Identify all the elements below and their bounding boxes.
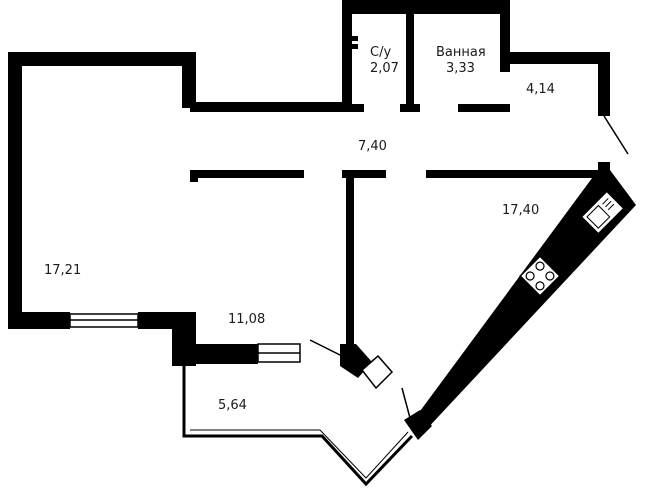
bathroom-name: Ванная (436, 45, 486, 60)
bathroom-area: 3,33 (446, 61, 475, 76)
wall-wardrobe-right (598, 52, 610, 116)
wall-bathroom-right (500, 8, 510, 72)
door-bedroom-balcony (309, 339, 343, 357)
wall-bedroom-bottom (172, 344, 258, 364)
wall-toilet-left (342, 0, 352, 112)
wall-kitchen-top (426, 170, 610, 178)
walls (8, 0, 636, 440)
living-room-area: 17,21 (44, 263, 82, 278)
wall-toilet-top (342, 0, 510, 14)
loggia-outline (182, 366, 414, 487)
wall-wardrobe-top (500, 52, 610, 64)
wall-bath-bottom (458, 104, 510, 112)
wall-bedroom-kitchen-top (342, 170, 386, 178)
wall-bedroom-right (346, 170, 354, 348)
wall-living-top (8, 52, 196, 66)
wall-toilet-bottom-a (342, 104, 364, 112)
wall-corridor-top (190, 102, 344, 112)
wall-loggia-pier (404, 410, 432, 440)
toilet-area: 2,07 (370, 61, 399, 76)
wall-living-right-upper (182, 52, 196, 108)
window-kitchen-corner (360, 354, 394, 390)
windows (69, 313, 394, 390)
wall-kitchen-diagonal (412, 170, 636, 432)
hallway-area: 7,40 (358, 139, 387, 154)
loggia-area: 5,64 (218, 398, 247, 413)
sink-icon (580, 190, 625, 235)
door-loggia (401, 387, 411, 419)
loggia-inner (190, 429, 409, 479)
wall-living-bottom-left (8, 312, 70, 329)
bedroom-area: 11,08 (228, 312, 266, 327)
toilet-door-marks (352, 36, 358, 49)
wall-toilet-bottom-b (400, 104, 420, 112)
wall-toilet-bathroom (406, 8, 414, 112)
wardrobe-area: 4,14 (526, 82, 555, 97)
doors (309, 115, 629, 419)
stove-icon (519, 255, 561, 297)
kitchen-living-area: 17,40 (502, 203, 540, 218)
wall-bedroom-top (190, 170, 304, 178)
wall-bedroom-left (190, 170, 198, 182)
toilet-label: С/у 2,07 (370, 45, 399, 77)
bathroom-label: Ванная 3,33 (436, 45, 486, 77)
wall-living-left (8, 52, 22, 329)
toilet-name: С/у (370, 45, 392, 60)
door-wardrobe (603, 115, 629, 155)
